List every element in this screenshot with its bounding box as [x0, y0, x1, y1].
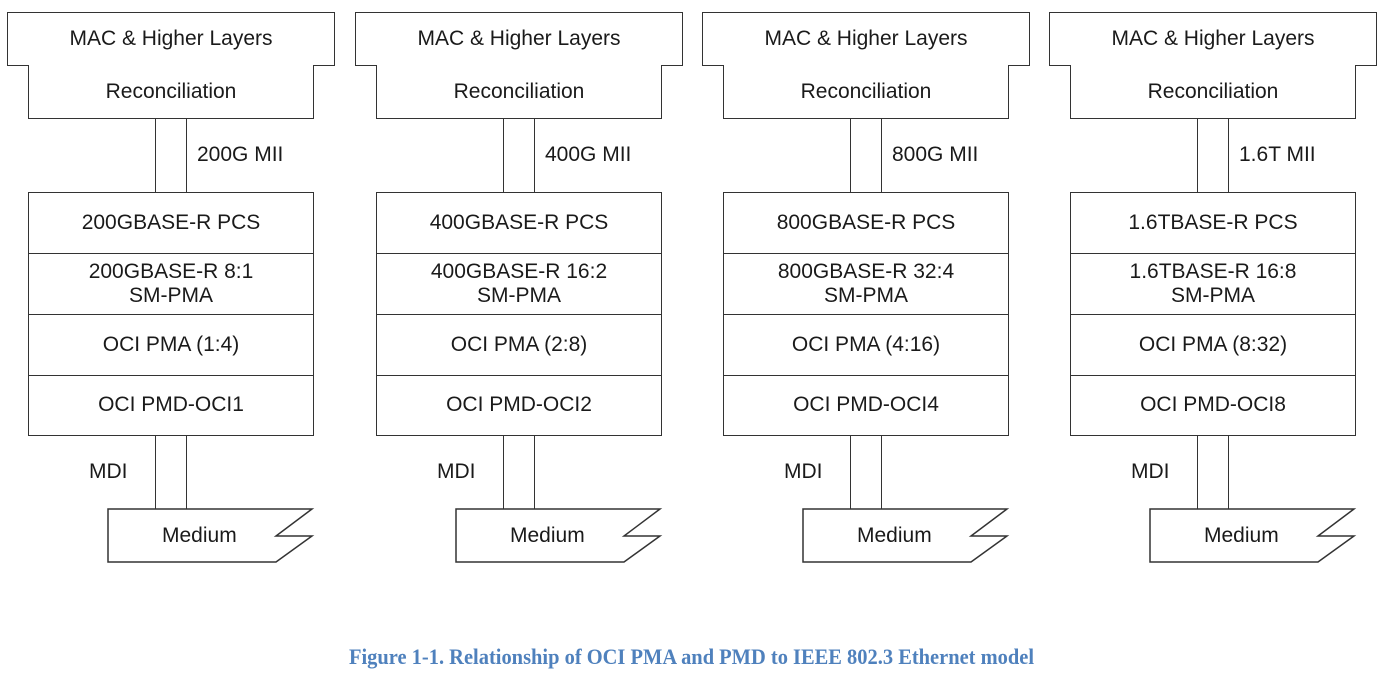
sm-pma-label-line1: 400GBASE-R 16:2 — [430, 259, 608, 283]
oci-pmd-layer: OCI PMD-OCI4 — [724, 375, 1008, 434]
mdi-bus-line-left — [503, 435, 504, 510]
mii-bus-line-left — [1197, 118, 1198, 193]
phy-stack: 200GBASE-R PCS 200GBASE-R 8:1 SM-PMA OCI… — [28, 192, 314, 436]
oci-pma-label: OCI PMA (1:4) — [102, 332, 240, 356]
mdi-bus-line-left — [1197, 435, 1198, 510]
oci-pma-layer: OCI PMA (4:16) — [724, 314, 1008, 376]
phy-stack: 400GBASE-R PCS 400GBASE-R 16:2 SM-PMA OC… — [376, 192, 662, 436]
mac-higher-layers-box: MAC & Higher Layers — [355, 12, 683, 66]
sm-pma-label-line1: 1.6TBASE-R 16:8 — [1129, 259, 1297, 283]
mac-higher-layers-box: MAC & Higher Layers — [1049, 12, 1377, 66]
mac-label: MAC & Higher Layers — [1111, 27, 1315, 50]
mii-bus-line-left — [850, 118, 851, 193]
pcs-label: 800GBASE-R PCS — [776, 211, 956, 234]
mii-bus-line-left — [503, 118, 504, 193]
oci-pmd-label: OCI PMD-OCI8 — [1140, 392, 1286, 416]
pcs-layer: 200GBASE-R PCS — [29, 193, 313, 254]
mii-bus-line-right — [1228, 118, 1229, 193]
medium-shape — [455, 508, 663, 563]
pcs-layer: 800GBASE-R PCS — [724, 193, 1008, 254]
medium-label: Medium — [162, 524, 237, 547]
oci-pmd-label: OCI PMD-OCI4 — [793, 392, 939, 416]
medium-label: Medium — [857, 524, 932, 547]
medium-label: Medium — [510, 524, 585, 547]
stack-column-2: MAC & Higher Layers Reconciliation 400G … — [348, 0, 688, 600]
pcs-layer: 1.6TBASE-R PCS — [1071, 193, 1355, 254]
sm-pma-label-line2: SM-PMA — [824, 283, 908, 307]
mii-label: 800G MII — [892, 143, 979, 166]
mdi-bus-line-right — [881, 435, 882, 510]
mdi-label: MDI — [1131, 460, 1170, 483]
reconciliation-label: Reconciliation — [453, 79, 585, 103]
oci-pma-label: OCI PMA (2:8) — [450, 332, 588, 356]
mii-bus-line-right — [186, 118, 187, 193]
oci-pma-layer: OCI PMA (8:32) — [1071, 314, 1355, 376]
reconciliation-box: Reconciliation — [1070, 65, 1356, 119]
reconciliation-box: Reconciliation — [28, 65, 314, 119]
sm-pma-layer: 400GBASE-R 16:2 SM-PMA — [377, 253, 661, 315]
sm-pma-layer: 1.6TBASE-R 16:8 SM-PMA — [1071, 253, 1355, 315]
sm-pma-layer: 800GBASE-R 32:4 SM-PMA — [724, 253, 1008, 315]
mac-label: MAC & Higher Layers — [417, 27, 621, 50]
reconciliation-box: Reconciliation — [723, 65, 1009, 119]
figure-caption: Figure 1-1. Relationship of OCI PMA and … — [348, 644, 1035, 669]
mdi-label: MDI — [437, 460, 476, 483]
pcs-layer: 400GBASE-R PCS — [377, 193, 661, 254]
reconciliation-label: Reconciliation — [1147, 79, 1279, 103]
pcs-label: 400GBASE-R PCS — [429, 211, 609, 234]
mdi-bus-line-right — [534, 435, 535, 510]
mdi-bus-line-left — [155, 435, 156, 510]
reconciliation-label: Reconciliation — [105, 79, 237, 103]
phy-stack: 800GBASE-R PCS 800GBASE-R 32:4 SM-PMA OC… — [723, 192, 1009, 436]
mii-bus-line-right — [534, 118, 535, 193]
mac-label: MAC & Higher Layers — [764, 27, 968, 50]
mac-label: MAC & Higher Layers — [69, 27, 273, 50]
sm-pma-layer: 200GBASE-R 8:1 SM-PMA — [29, 253, 313, 315]
mdi-label: MDI — [784, 460, 823, 483]
stack-column-4: MAC & Higher Layers Reconciliation 1.6T … — [1042, 0, 1382, 600]
mii-label: 1.6T MII — [1239, 143, 1316, 166]
oci-pmd-layer: OCI PMD-OCI1 — [29, 375, 313, 434]
oci-pma-label: OCI PMA (4:16) — [791, 332, 941, 356]
medium-shape — [1149, 508, 1357, 563]
oci-pmd-label: OCI PMD-OCI2 — [446, 392, 592, 416]
medium-shape — [107, 508, 315, 563]
medium-label: Medium — [1204, 524, 1279, 547]
mdi-bus-line-left — [850, 435, 851, 510]
oci-pmd-layer: OCI PMD-OCI8 — [1071, 375, 1355, 434]
mdi-bus-line-right — [1228, 435, 1229, 510]
oci-pma-layer: OCI PMA (2:8) — [377, 314, 661, 376]
mac-higher-layers-box: MAC & Higher Layers — [702, 12, 1030, 66]
mdi-label: MDI — [89, 460, 128, 483]
mii-bus-line-right — [881, 118, 882, 193]
stack-column-1: MAC & Higher Layers Reconciliation 200G … — [0, 0, 340, 600]
phy-stack: 1.6TBASE-R PCS 1.6TBASE-R 16:8 SM-PMA OC… — [1070, 192, 1356, 436]
pcs-label: 200GBASE-R PCS — [81, 211, 261, 234]
reconciliation-box: Reconciliation — [376, 65, 662, 119]
oci-pma-layer: OCI PMA (1:4) — [29, 314, 313, 376]
mdi-bus-line-right — [186, 435, 187, 510]
mii-bus-line-left — [155, 118, 156, 193]
mac-higher-layers-box: MAC & Higher Layers — [7, 12, 335, 66]
stack-column-3: MAC & Higher Layers Reconciliation 800G … — [695, 0, 1035, 600]
reconciliation-label: Reconciliation — [800, 79, 932, 103]
sm-pma-label-line2: SM-PMA — [1171, 283, 1255, 307]
mii-label: 400G MII — [545, 143, 632, 166]
sm-pma-label-line2: SM-PMA — [129, 283, 213, 307]
oci-pmd-label: OCI PMD-OCI1 — [98, 392, 244, 416]
pcs-label: 1.6TBASE-R PCS — [1128, 211, 1298, 234]
oci-pma-label: OCI PMA (8:32) — [1138, 332, 1288, 356]
sm-pma-label-line2: SM-PMA — [477, 283, 561, 307]
sm-pma-label-line1: 800GBASE-R 32:4 — [777, 259, 955, 283]
mii-label: 200G MII — [197, 143, 284, 166]
oci-pmd-layer: OCI PMD-OCI2 — [377, 375, 661, 434]
sm-pma-label-line1: 200GBASE-R 8:1 — [88, 259, 254, 283]
medium-shape — [802, 508, 1010, 563]
